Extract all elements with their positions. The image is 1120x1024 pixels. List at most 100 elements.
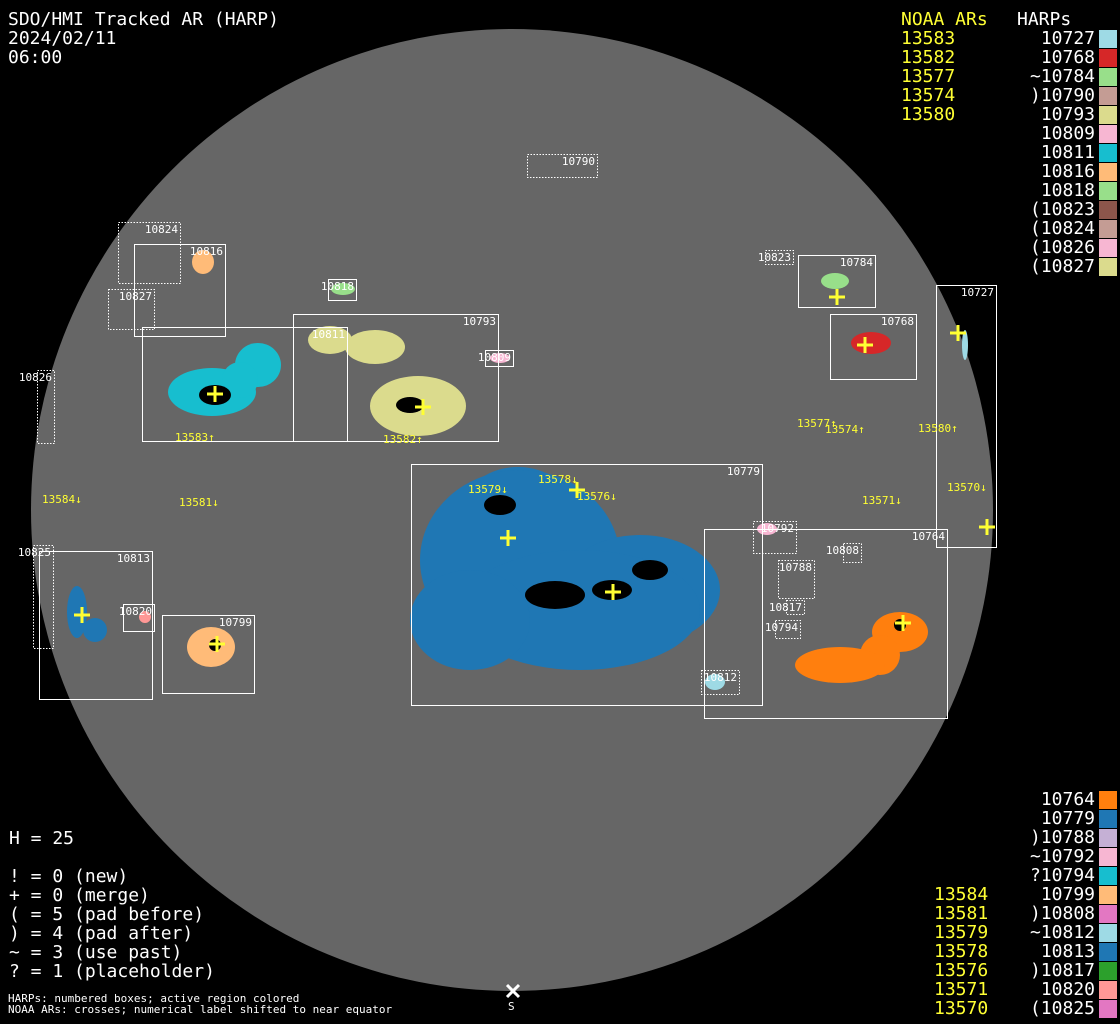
harp-box[interactable]: 10823 bbox=[758, 250, 794, 265]
harp-box[interactable]: 10809 bbox=[478, 350, 514, 367]
noaa-label: 13579↓ bbox=[468, 483, 508, 496]
harp-color-swatch bbox=[1099, 810, 1117, 828]
harp-box-label: 10784 bbox=[840, 256, 873, 269]
harp-color-swatch bbox=[1099, 1000, 1117, 1018]
harp-color-swatch bbox=[1099, 144, 1117, 162]
active-region bbox=[192, 250, 214, 274]
harp-box-label: 10779 bbox=[727, 465, 760, 478]
harp-color-swatch bbox=[1099, 49, 1117, 67]
harp-color-swatch bbox=[1099, 87, 1117, 105]
top-harp-entry: 10818 bbox=[1040, 180, 1095, 201]
harp-box[interactable]: 10817 bbox=[769, 600, 805, 615]
top-noaa-entry: 13574 bbox=[901, 85, 956, 106]
harp-box[interactable]: 10768 bbox=[830, 314, 917, 380]
harp-box[interactable]: 10827 bbox=[108, 289, 155, 330]
harp-box[interactable]: 10824 bbox=[118, 222, 181, 284]
noaa-label: 13578↓ bbox=[538, 473, 578, 486]
harp-color-swatch bbox=[1099, 182, 1117, 200]
harp-box[interactable]: 10784 bbox=[798, 255, 876, 308]
harp-box-label: 10794 bbox=[765, 621, 798, 634]
stat-line: ) = 4 (pad after) bbox=[9, 923, 194, 944]
harp-box-label: 10811 bbox=[312, 328, 345, 341]
bottom-noaa-entry: 13584 bbox=[934, 884, 989, 905]
harp-box[interactable]: 10793 bbox=[293, 314, 499, 442]
sunspot bbox=[632, 560, 668, 580]
harp-box[interactable]: 10727 bbox=[936, 285, 997, 548]
active-region bbox=[962, 330, 968, 360]
harp-color-swatch bbox=[1099, 924, 1117, 942]
harp-box-label: 10813 bbox=[117, 552, 150, 565]
harp-box[interactable]: 10811 bbox=[142, 327, 348, 442]
south-label: S bbox=[508, 1000, 515, 1013]
top-harp-entry: (10826 bbox=[1029, 237, 1095, 258]
harp-box[interactable]: 10790 bbox=[527, 154, 598, 178]
active-region bbox=[490, 353, 510, 363]
top-noaa-entry: 13582 bbox=[901, 47, 956, 68]
bottom-harp-entry: )10788 bbox=[1029, 827, 1095, 848]
bottom-noaa-entry: 13581 bbox=[934, 903, 989, 924]
bottom-noaa-entry: 13570 bbox=[934, 998, 989, 1019]
top-harp-entry: 10793 bbox=[1040, 104, 1095, 125]
top-harp-entry: ~10784 bbox=[1029, 66, 1095, 87]
bottom-harp-entry: 10779 bbox=[1040, 808, 1095, 829]
harp-color-swatch bbox=[1099, 125, 1117, 143]
harp-box[interactable]: 10808 bbox=[826, 543, 862, 563]
harp-box[interactable]: 10764 bbox=[704, 529, 948, 719]
noaa-cross-icon bbox=[950, 325, 966, 341]
active-region bbox=[222, 362, 258, 398]
harp-color-swatch bbox=[1099, 106, 1117, 124]
harp-color-swatch bbox=[1099, 68, 1117, 86]
harp-box-label: 10764 bbox=[912, 530, 945, 543]
harp-box-label: 10792 bbox=[761, 522, 794, 535]
harp-color-swatch bbox=[1099, 163, 1117, 181]
harp-box[interactable]: 10788 bbox=[778, 560, 815, 599]
footnote-harps: HARPs: numbered boxes; active region col… bbox=[8, 992, 300, 1005]
top-harp-entry: 10768 bbox=[1040, 47, 1095, 68]
harp-box[interactable]: 10813 bbox=[39, 551, 153, 700]
active-region bbox=[83, 618, 107, 642]
harp-box[interactable]: 10794 bbox=[765, 620, 801, 639]
noaa-cross-icon bbox=[829, 289, 845, 305]
harp-color-swatch bbox=[1099, 829, 1117, 847]
harp-box-label: 10727 bbox=[961, 286, 994, 299]
time: 06:00 bbox=[8, 47, 63, 68]
harp-box[interactable]: 10820 bbox=[119, 604, 155, 632]
noaa-cross-icon bbox=[500, 530, 516, 546]
harp-box-label: 10818 bbox=[321, 280, 354, 293]
harp-box[interactable]: 10779 bbox=[411, 464, 763, 706]
harp-count: H = 25 bbox=[9, 828, 75, 849]
active-region bbox=[331, 283, 355, 295]
noaa-label: 13576↓ bbox=[577, 490, 617, 503]
harp-color-swatch bbox=[1099, 867, 1117, 885]
noaa-cross-icon bbox=[569, 482, 585, 498]
south-pole-marker-icon bbox=[505, 983, 521, 999]
harp-box[interactable]: 10826 bbox=[19, 370, 55, 444]
stat-line: + = 0 (merge) bbox=[9, 885, 150, 906]
top-harp-entry: 10809 bbox=[1040, 123, 1095, 144]
harp-box-label: 10793 bbox=[463, 315, 496, 328]
noaa-cross-icon bbox=[209, 636, 225, 652]
footnote-noaa: NOAA ARs: crosses; numerical label shift… bbox=[8, 1003, 393, 1016]
harp-box[interactable]: 10792 bbox=[753, 521, 797, 554]
harp-color-swatch bbox=[1099, 848, 1117, 866]
harp-box[interactable]: 10812 bbox=[701, 670, 740, 695]
noaa-legend-header: NOAA ARs bbox=[901, 9, 988, 30]
harp-box[interactable]: 10825 bbox=[18, 545, 54, 649]
top-noaa-entry: 13580 bbox=[901, 104, 956, 125]
harp-box[interactable]: 10799 bbox=[162, 615, 255, 694]
bottom-harp-entry: )10808 bbox=[1029, 903, 1095, 924]
harp-color-swatch bbox=[1099, 30, 1117, 48]
bottom-noaa-entry: 13578 bbox=[934, 941, 989, 962]
harp-box-label: 10817 bbox=[769, 601, 802, 614]
harp-box[interactable]: 10816 bbox=[134, 244, 226, 337]
noaa-label: 13570↓ bbox=[947, 481, 987, 494]
harp-color-swatch bbox=[1099, 981, 1117, 999]
harp-box[interactable]: 10818 bbox=[321, 279, 357, 301]
bottom-noaa-entry: 13579 bbox=[934, 922, 989, 943]
harp-box-label: 10816 bbox=[190, 245, 223, 258]
harp-color-swatch bbox=[1099, 201, 1117, 219]
top-harp-entry: 10727 bbox=[1040, 28, 1095, 49]
bottom-noaa-entry: 13576 bbox=[934, 960, 989, 981]
active-region bbox=[795, 647, 885, 683]
